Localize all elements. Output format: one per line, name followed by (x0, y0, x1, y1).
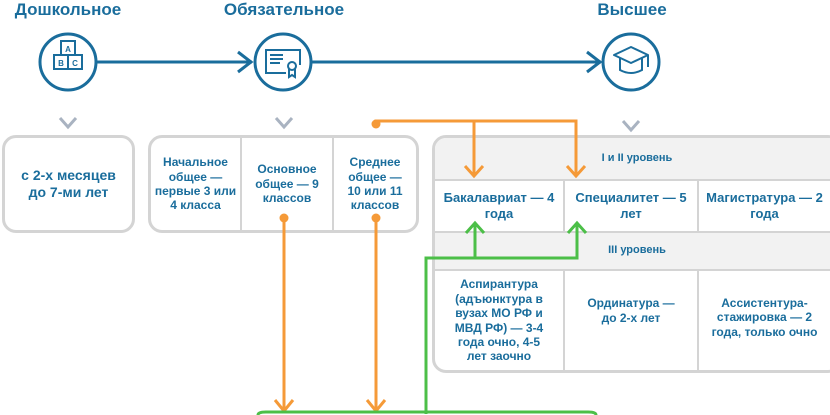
preschool-age-range: с 2-х месяцев до 7-ми лет (21, 167, 116, 200)
divider (240, 138, 242, 230)
svg-text:A: A (65, 45, 71, 54)
stage-secondary: Среднее общее — 10 или 11 классов (347, 155, 403, 213)
divider (435, 269, 830, 271)
specialist-cell: Специалитет — 5 лет (575, 190, 687, 221)
assistantship-cell: Ассистентура-стажировка — 2 года, только… (711, 295, 818, 339)
arrow-right-icon (586, 50, 603, 74)
residency-cell: Ординатура — до 2-х лет (587, 296, 675, 325)
title-higher: Высшее (597, 0, 667, 19)
down-arrow-icon (274, 90, 294, 130)
divider (435, 179, 830, 181)
graduation-cap-icon (601, 32, 661, 92)
divider (435, 231, 830, 233)
compulsory-box: Начальное общее — первые 3 или 4 класса … (148, 135, 419, 233)
bachelor-cell: Бакалавриат — 4 года (443, 190, 555, 221)
divider (332, 138, 334, 230)
tier1-header: I и II уровень (435, 138, 830, 179)
svg-text:C: C (72, 59, 78, 68)
arrow-right-icon (237, 50, 254, 74)
tier2-header: III уровень (435, 233, 830, 269)
higher-box: I и II уровень Бакалавриат — 4 года Спец… (432, 135, 830, 373)
divider (563, 269, 565, 370)
title-preschool: Дошкольное (14, 0, 122, 19)
stage-basic: Основное общее — 9 классов (255, 162, 319, 206)
divider (697, 179, 699, 231)
down-arrow-icon (621, 92, 641, 133)
down-arrow-icon (58, 90, 78, 130)
orange-flow-basic-down (273, 213, 295, 414)
certificate-icon (253, 32, 313, 92)
title-compulsory: Обязательное (223, 0, 345, 19)
orange-flow-secondary-down (365, 213, 387, 414)
stage-primary: Начальное общее — первые 3 или 4 класса (154, 155, 237, 213)
svg-text:B: B (58, 59, 64, 68)
preschool-box: с 2-х месяцев до 7-ми лет (2, 135, 135, 233)
postgraduate-cell: Аспирантура (адъюнктура в вузах МО РФ и … (454, 277, 544, 364)
master-cell: Магистратура — 2 года (706, 190, 823, 221)
divider (697, 269, 699, 370)
abc-blocks-icon: A B C (38, 32, 98, 92)
divider (563, 179, 565, 231)
